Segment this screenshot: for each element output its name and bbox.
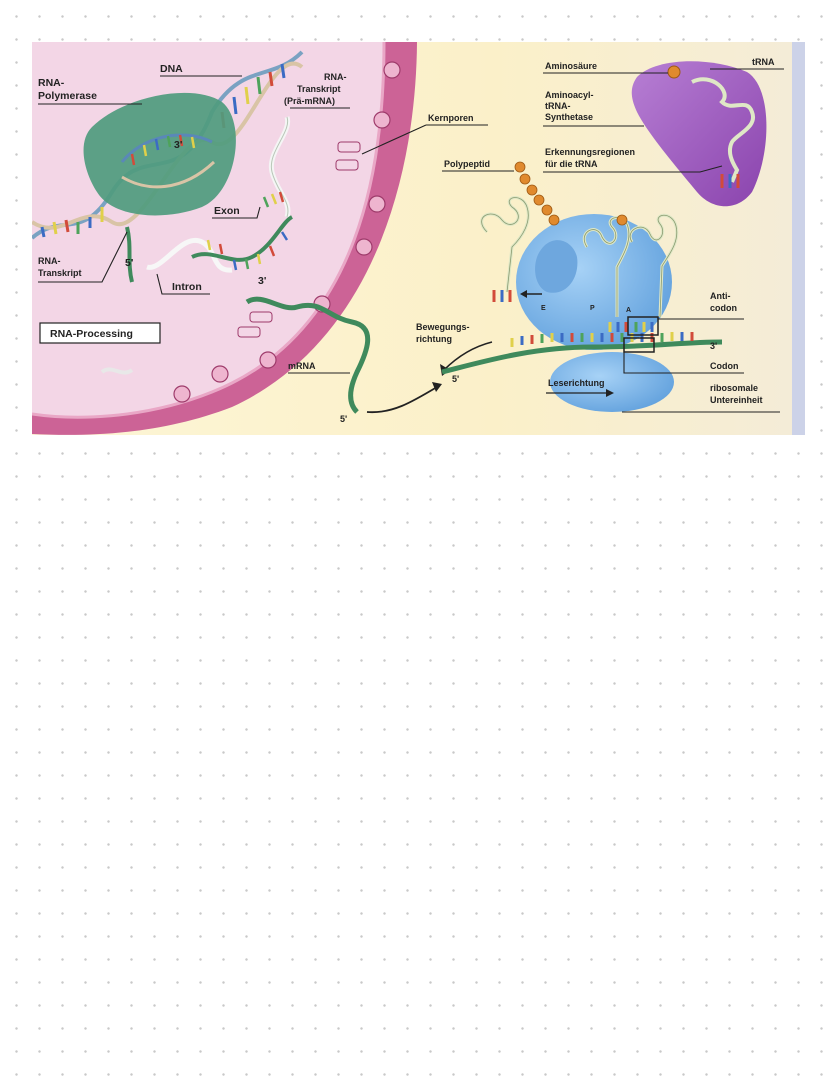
exon-strand	[191, 215, 294, 262]
polypeptide-chain	[514, 161, 628, 226]
label-trna: tRNA	[752, 57, 775, 67]
exon-bases	[206, 191, 289, 271]
transcription-bubble	[120, 133, 216, 189]
mrna-strand	[245, 296, 371, 414]
label-rna-transcript-2: Transkript	[38, 268, 82, 278]
ribosome-mrna	[441, 339, 723, 375]
leader-exon	[212, 206, 261, 219]
label-rna-processing: RNA-Processing	[50, 328, 133, 340]
label-rna-transcript-pre-3: (Prä-mRNA)	[284, 96, 335, 106]
transport-arrow	[366, 386, 438, 414]
exiting-trna-bases	[492, 290, 512, 302]
intron-strand	[146, 237, 233, 273]
label-kernporen: Kernporen	[428, 113, 474, 123]
mrna-end	[100, 367, 134, 375]
ribosome-e-site-cleft	[535, 240, 578, 293]
label-site-a: A	[626, 307, 631, 314]
label-five-prime-transcript: 5'	[125, 257, 133, 269]
anticodon-box	[627, 316, 659, 336]
label-rna-polymerase-1: RNA-	[38, 77, 65, 89]
movement-direction-arrow	[443, 341, 493, 371]
pre-mrna-outline	[270, 116, 289, 218]
rna-transcript-strand	[125, 226, 134, 283]
leader-kernporen	[361, 124, 488, 155]
nuclear-pores	[173, 61, 401, 403]
translation-diagram: DNA RNA- Polymerase RNA- Transkript (Prä…	[32, 42, 805, 435]
nuclear-pore-channel-lower	[237, 311, 273, 338]
label-ribosomale-2: Untereinheit	[710, 395, 763, 405]
leader-rna-transcript	[38, 231, 128, 283]
label-site-e: E	[541, 305, 546, 312]
label-five-prime-arrow: 5'	[452, 374, 459, 384]
rna-processing-box	[39, 322, 161, 344]
label-polypeptid: Polypeptid	[444, 159, 490, 169]
rna-polymerase	[83, 92, 236, 216]
label-ribosomale-1: ribosomale	[710, 383, 758, 393]
codon-box	[623, 337, 655, 353]
ribosome-small-subunit	[550, 352, 674, 412]
synthetase-recognition-bases	[720, 174, 740, 188]
leader-erkennungsregionen	[543, 165, 723, 173]
label-bewegungsrichtung-1: Bewegungs-	[416, 322, 470, 332]
label-site-p: P	[590, 305, 595, 312]
label-three-prime-exon: 3'	[258, 275, 266, 287]
label-anticodon-2: codon	[710, 303, 737, 313]
anticodon-bases	[608, 322, 654, 332]
label-three-prime-dna: 3'	[174, 139, 182, 151]
nuclear-pore-channel-upper	[335, 141, 361, 171]
mrna-bases	[510, 332, 694, 347]
label-five-prime-mrna: 5'	[340, 414, 347, 424]
leader-codon	[623, 352, 744, 374]
nuclear-envelope	[32, 42, 417, 435]
label-aminoacyl-1: Aminoacyl-	[545, 90, 594, 100]
label-rna-transcript-pre-1: RNA-	[324, 72, 347, 82]
label-rna-transcript-pre-2: Transkript	[297, 84, 341, 94]
label-mrna: mRNA	[288, 361, 316, 371]
synthetase-trna	[691, 77, 756, 183]
trna-outline	[481, 197, 678, 318]
transport-arrowhead	[432, 382, 442, 392]
label-three-prime-codon: 3'	[710, 341, 717, 351]
right-edge-shadow	[792, 42, 805, 435]
label-aminoacyl-2: tRNA-	[545, 101, 571, 111]
label-intron: Intron	[172, 281, 202, 293]
label-rna-transcript-1: RNA-	[38, 256, 61, 266]
label-aminoacyl-3: Synthetase	[545, 112, 593, 122]
label-leserichtung: Leserichtung	[548, 378, 605, 388]
label-aminosaeure: Aminosäure	[545, 61, 597, 71]
label-codon: Codon	[710, 361, 739, 371]
exit-arrowhead	[520, 290, 527, 298]
label-rna-polymerase-2: Polymerase	[38, 90, 97, 102]
aminoacyl-trna-synthetase	[631, 61, 767, 207]
label-exon: Exon	[214, 205, 240, 217]
amino-acid	[667, 65, 681, 79]
label-erkennungsregionen-1: Erkennungsregionen	[545, 147, 635, 157]
label-bewegungsrichtung-2: richtung	[416, 334, 452, 344]
reading-direction-arrowhead	[606, 389, 614, 397]
leader-intron	[156, 273, 210, 295]
label-erkennungsregionen-2: für die tRNA	[545, 159, 598, 169]
label-dna: DNA	[160, 63, 183, 75]
label-anticodon-1: Anti-	[710, 291, 731, 301]
